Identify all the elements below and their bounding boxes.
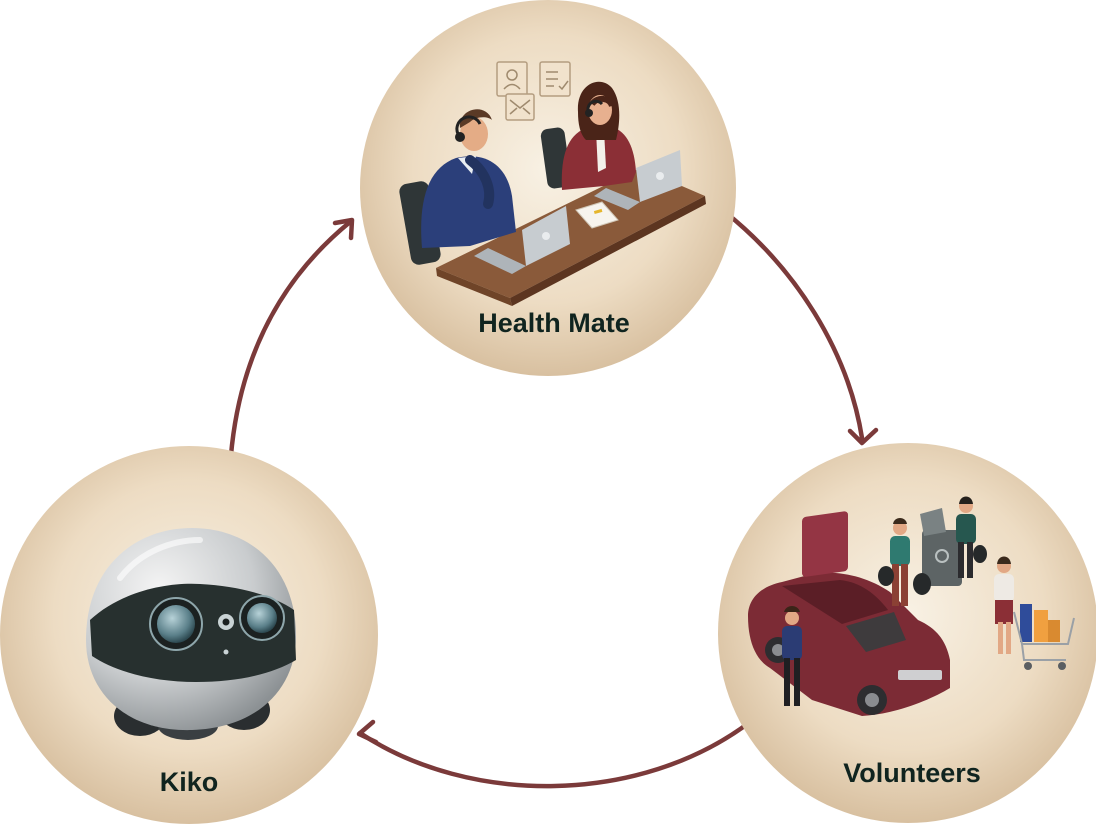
volunteers-label: Volunteers xyxy=(843,758,981,788)
arrow-volunteers-to-kiko xyxy=(360,722,750,786)
arrow-health-mate-to-volunteers xyxy=(725,212,862,438)
profile-card-icon xyxy=(497,62,527,96)
node-health-mate: Health Mate xyxy=(360,0,736,376)
node-volunteers: Volunteers xyxy=(718,443,1096,823)
mail-icon xyxy=(506,94,534,120)
node-kiko: Kiko xyxy=(0,446,378,824)
arrow-volunteers-to-kiko-head-b xyxy=(359,722,376,742)
kiko-label: Kiko xyxy=(160,767,219,797)
kiko-robot xyxy=(86,528,296,740)
arrow-kiko-to-health-mate xyxy=(230,222,350,468)
car-open-door xyxy=(802,511,848,577)
health-mate-label: Health Mate xyxy=(478,308,630,338)
